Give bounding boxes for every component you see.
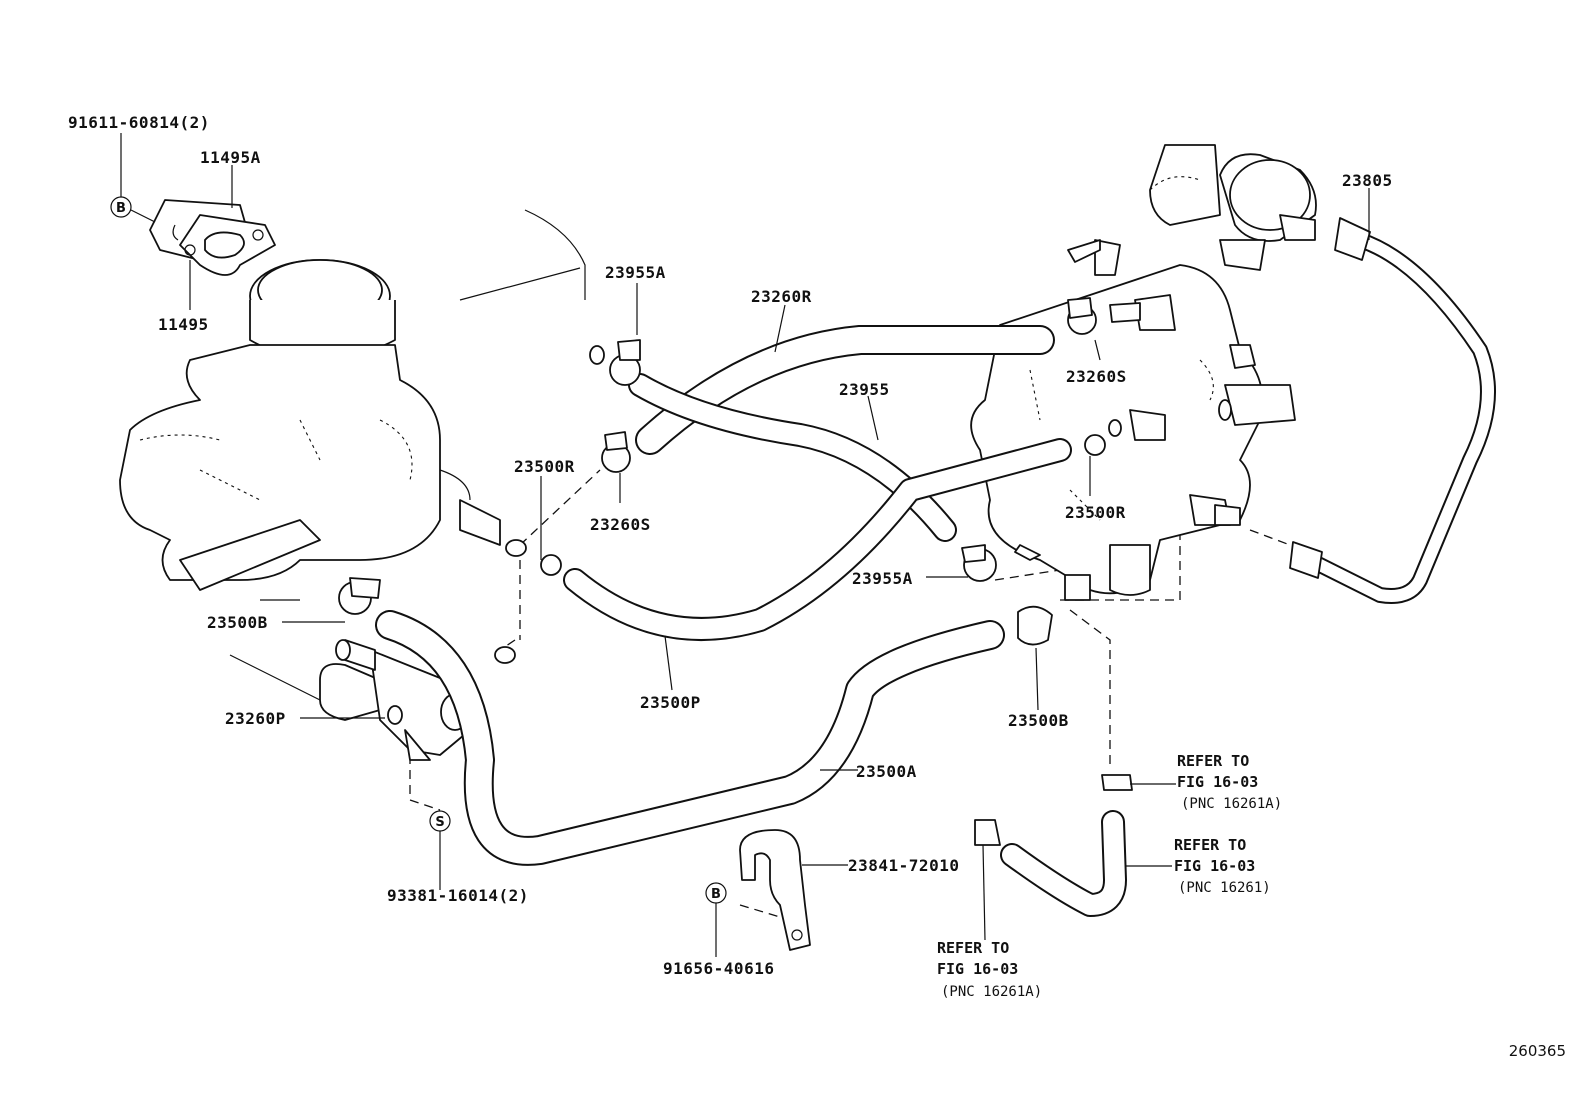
svg-text:B: B bbox=[116, 201, 126, 216]
hose-bracket bbox=[739, 829, 811, 951]
svg-text:(PNC 16261A): (PNC 16261A) bbox=[1181, 796, 1282, 812]
label-23500A: 23500A bbox=[856, 762, 917, 781]
label-23500R-right: 23500R bbox=[1065, 503, 1126, 522]
stud-marker-s: S bbox=[429, 810, 451, 832]
label-23260R: 23260R bbox=[751, 287, 812, 306]
svg-text:FIG 16-03: FIG 16-03 bbox=[1177, 773, 1258, 791]
pipe-23805 bbox=[1289, 217, 1496, 604]
label-23805: 23805 bbox=[1342, 171, 1393, 190]
svg-text:REFER TO: REFER TO bbox=[1177, 752, 1249, 770]
label-23500B-left: 23500B bbox=[207, 613, 268, 632]
refer-note-2: REFER TO FIG 16-03 (PNC 16261) bbox=[1174, 836, 1271, 896]
svg-text:(PNC 16261A): (PNC 16261A) bbox=[941, 984, 1042, 1000]
bolt-marker-b-top: B bbox=[110, 196, 132, 218]
svg-text:(PNC 16261): (PNC 16261) bbox=[1178, 880, 1271, 896]
part-labels: 91611-60814(2) 11495A 11495 23955A 23260… bbox=[68, 113, 1393, 978]
throttle-body bbox=[119, 259, 527, 591]
hose-23500P bbox=[563, 438, 1072, 641]
refer-note-1: REFER TO FIG 16-03 (PNC 16261A) bbox=[1177, 752, 1282, 812]
figure-number: 260365 bbox=[1509, 1042, 1566, 1060]
label-11495: 11495 bbox=[158, 315, 209, 334]
label-23260S-left: 23260S bbox=[590, 515, 651, 534]
svg-text:REFER TO: REFER TO bbox=[937, 939, 1009, 957]
valve-actuator bbox=[1149, 144, 1317, 271]
svg-text:S: S bbox=[435, 815, 444, 830]
label-23500B-right: 23500B bbox=[1008, 711, 1069, 730]
label-91611-60814: 91611-60814(2) bbox=[68, 113, 210, 132]
label-23500P: 23500P bbox=[640, 693, 701, 712]
svg-text:FIG 16-03: FIG 16-03 bbox=[937, 960, 1018, 978]
svg-text:B: B bbox=[711, 887, 721, 902]
label-93381-16014: 93381-16014(2) bbox=[387, 886, 529, 905]
hose-16261 bbox=[1000, 810, 1127, 917]
svg-text:FIG 16-03: FIG 16-03 bbox=[1174, 857, 1255, 875]
label-23955A-top: 23955A bbox=[605, 263, 666, 282]
svg-text:REFER TO: REFER TO bbox=[1174, 836, 1246, 854]
label-23955: 23955 bbox=[839, 380, 890, 399]
label-23955A-mid: 23955A bbox=[852, 569, 913, 588]
label-23841-72010: 23841-72010 bbox=[848, 856, 959, 875]
leader-lines bbox=[120, 133, 1370, 957]
refer-note-3: REFER TO FIG 16-03 (PNC 16261A) bbox=[937, 939, 1042, 1000]
label-23260P: 23260P bbox=[225, 709, 286, 728]
gasket-assembly bbox=[149, 199, 276, 276]
hose-23260R bbox=[635, 325, 1055, 455]
bolt-marker-b-bottom: B bbox=[705, 882, 727, 904]
label-23260S-right: 23260S bbox=[1066, 367, 1127, 386]
label-23500R-left: 23500R bbox=[514, 457, 575, 476]
label-91656-40616: 91656-40616 bbox=[663, 959, 774, 978]
water-manifold bbox=[970, 239, 1296, 601]
hose-23500A bbox=[375, 610, 1005, 866]
clamps bbox=[338, 297, 1133, 846]
label-11495A: 11495A bbox=[200, 148, 261, 167]
